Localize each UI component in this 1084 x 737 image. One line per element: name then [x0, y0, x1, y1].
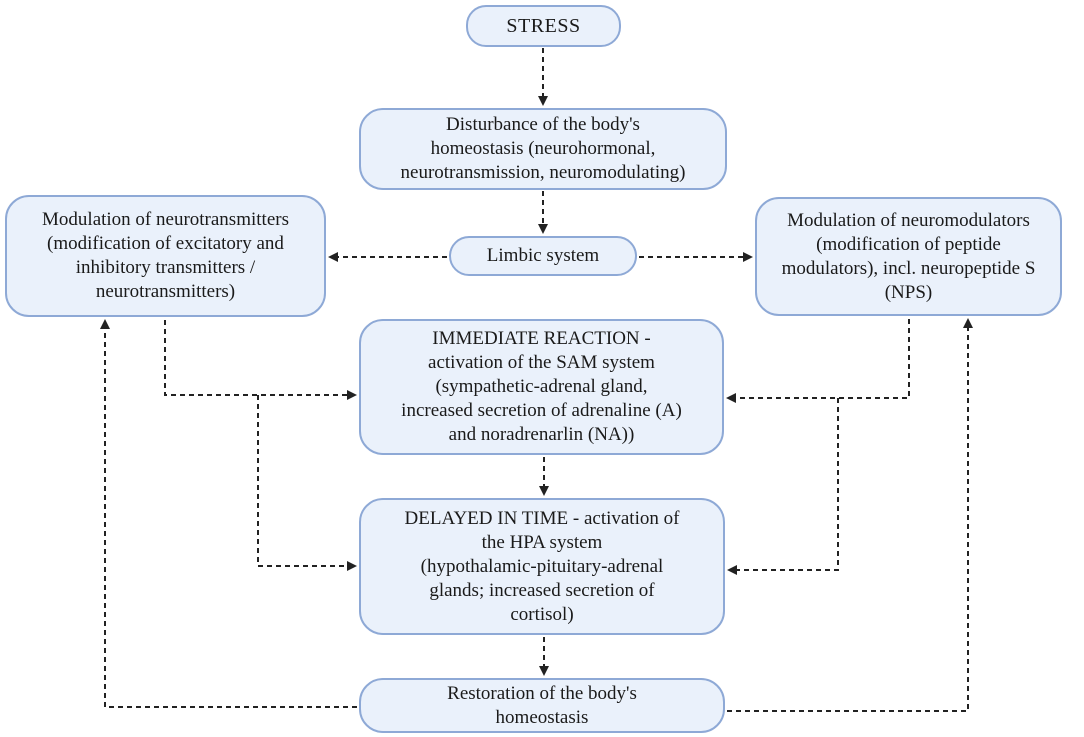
edge-neurotransmitters-to-delayed [257, 395, 357, 571]
node-modulation-neuromodulators-label: Modulation of neuromodulators (modificat… [781, 209, 1036, 303]
edge-restoration-to-neuromodulators [727, 318, 973, 712]
edge-neuromodulators-to-immediate [726, 319, 910, 403]
edge-restoration-to-neurotransmitters [100, 319, 357, 708]
node-restoration-homeostasis: Restoration of the body's homeostasis [359, 678, 725, 733]
node-disturbance-homeostasis: Disturbance of the body's homeostasis (n… [359, 108, 727, 190]
node-stress-label: STRESS [506, 15, 581, 37]
node-limbic-label: Limbic system [486, 245, 600, 266]
node-modulation-neuromodulators: Modulation of neuromodulators (modificat… [755, 197, 1062, 316]
edge-neurotransmitters-to-immediate [164, 320, 357, 400]
node-modulation-neurotransmitters-label: Modulation of neurotransmitters (modific… [42, 209, 289, 302]
node-limbic-system: Limbic system [449, 236, 637, 276]
node-stress: STRESS [466, 5, 621, 47]
node-delayed-in-time: DELAYED IN TIME - activation of the HPA … [359, 498, 725, 635]
edge-neuromodulators-to-delayed [727, 398, 839, 575]
node-immediate-reaction: IMMEDIATE REACTION - activation of the S… [359, 319, 724, 455]
node-restoration-label: Restoration of the body's homeostasis [447, 682, 637, 728]
node-delayed-in-time-label: DELAYED IN TIME - activation of the HPA … [404, 507, 680, 625]
node-disturbance-label: Disturbance of the body's homeostasis (n… [400, 114, 686, 183]
node-immediate-reaction-label: IMMEDIATE REACTION - activation of the S… [401, 328, 682, 445]
node-modulation-neurotransmitters: Modulation of neurotransmitters (modific… [5, 195, 326, 317]
